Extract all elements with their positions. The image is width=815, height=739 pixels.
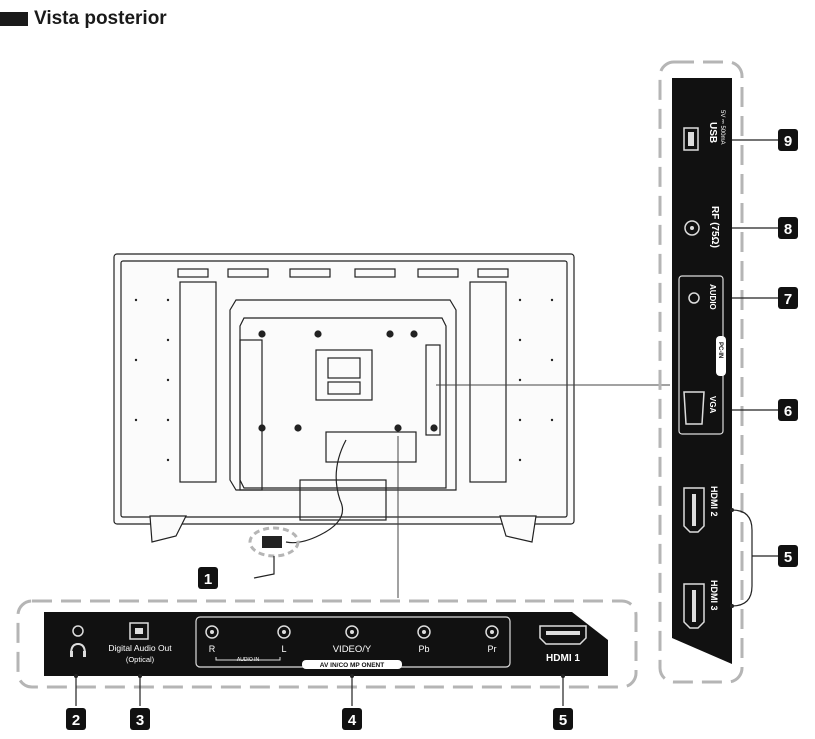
audio-r-label: R bbox=[209, 644, 216, 654]
vga-port-icon bbox=[683, 391, 705, 425]
usb-port-icon bbox=[683, 127, 699, 151]
leader-line-1 bbox=[253, 556, 275, 579]
pr-jack-icon bbox=[485, 625, 499, 639]
page-title: Vista posterior bbox=[34, 8, 167, 29]
pc-in-label: PC-IN bbox=[717, 342, 723, 358]
usb-label: USB bbox=[707, 122, 718, 143]
hdmi1-label: HDMI 1 bbox=[546, 653, 580, 664]
rf-port-icon bbox=[684, 220, 700, 236]
svg-text:9: 9 bbox=[784, 133, 792, 150]
pc-audio-jack-icon bbox=[688, 292, 700, 304]
pc-audio-label: AUDIO bbox=[708, 284, 717, 310]
callout-7: 7 bbox=[778, 287, 798, 309]
svg-text:7: 7 bbox=[784, 291, 792, 308]
bottom-panel-dashed-frame bbox=[16, 599, 638, 689]
callout-2: 2 bbox=[66, 708, 86, 730]
audio-in-label: AUDIO IN bbox=[237, 657, 260, 663]
svg-text:5: 5 bbox=[559, 712, 567, 729]
av-component-label: AV IN/CO MP ONENT bbox=[320, 662, 384, 669]
headphone-jack-icon bbox=[70, 625, 86, 657]
callout-5-side: 5 bbox=[778, 545, 798, 567]
callout-8: 8 bbox=[778, 217, 798, 239]
callout-5-bottom: 5 bbox=[553, 708, 573, 730]
hdmi3-label: HDMI 3 bbox=[709, 580, 719, 611]
audio-l-jack-icon bbox=[277, 625, 291, 639]
hdmi2-label: HDMI 2 bbox=[709, 486, 719, 517]
heading-bar-icon bbox=[0, 12, 28, 26]
audio-l-label: L bbox=[281, 644, 286, 654]
hdmi3-port-icon bbox=[683, 583, 705, 629]
callout-4: 4 bbox=[342, 708, 362, 730]
usb-spec-label: 5V ⎓ 500mA bbox=[719, 110, 725, 144]
pb-jack-icon bbox=[417, 625, 431, 639]
hdmi2-port-icon bbox=[683, 487, 705, 533]
power-plug-icon bbox=[262, 536, 282, 548]
svg-text:2: 2 bbox=[72, 712, 80, 729]
svg-text:4: 4 bbox=[348, 712, 357, 729]
video-y-jack-icon bbox=[345, 625, 359, 639]
pb-label: Pb bbox=[418, 644, 429, 654]
section-heading: Vista posterior bbox=[0, 6, 167, 32]
callout-3: 3 bbox=[130, 708, 150, 730]
svg-text:6: 6 bbox=[784, 403, 792, 420]
tv-back-illustration bbox=[113, 253, 575, 544]
callout-1: 1 bbox=[198, 567, 218, 589]
audio-r-jack-icon bbox=[205, 625, 219, 639]
callout-6: 6 bbox=[778, 399, 798, 421]
svg-text:5: 5 bbox=[784, 549, 792, 566]
vga-label: VGA bbox=[708, 396, 717, 414]
rf-label: RF (75Ω) bbox=[709, 206, 720, 248]
side-panel-dashed-frame bbox=[658, 60, 744, 684]
callout-9: 9 bbox=[778, 129, 798, 151]
side-connector-panel bbox=[672, 78, 732, 664]
optical-sublabel: (Optical) bbox=[126, 655, 155, 664]
hdmi1-port-icon bbox=[539, 625, 587, 645]
pr-label: Pr bbox=[488, 644, 497, 654]
svg-text:8: 8 bbox=[784, 221, 792, 238]
bottom-connector-panel bbox=[44, 612, 608, 676]
video-y-label: VIDEO/Y bbox=[333, 644, 372, 655]
svg-text:3: 3 bbox=[136, 712, 144, 729]
optical-label: Digital Audio Out bbox=[108, 643, 172, 653]
optical-port-icon bbox=[129, 622, 149, 640]
svg-text:1: 1 bbox=[204, 571, 212, 588]
